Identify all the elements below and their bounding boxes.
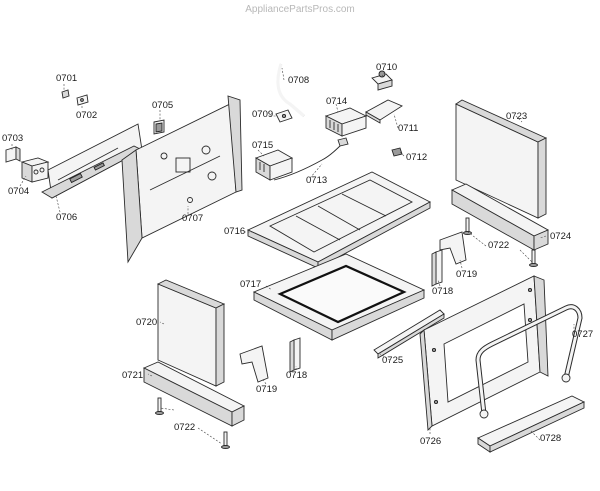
part-0705-relay bbox=[153, 119, 165, 135]
callout-0722-right: 0722 bbox=[488, 240, 510, 251]
callout-0714: 0714 bbox=[326, 96, 348, 107]
part-0720-side-panel bbox=[156, 279, 226, 387]
callout-0712: 0712 bbox=[406, 152, 428, 163]
callout-0711: 0711 bbox=[398, 123, 419, 134]
callout-0704: 0704 bbox=[8, 186, 30, 197]
callout-0701: 0701 bbox=[56, 73, 78, 84]
part-0718-bracket-right bbox=[431, 249, 443, 287]
callout-0719-right: 0719 bbox=[456, 269, 478, 280]
part-0722-leveling-foot-right-2 bbox=[529, 249, 538, 268]
callout-0718-left: 0718 bbox=[286, 370, 308, 381]
part-0722-leveling-foot-right-1 bbox=[463, 217, 472, 236]
part-0707-rear-panel bbox=[121, 95, 243, 264]
callout-0719-left: 0719 bbox=[256, 384, 278, 395]
part-0727-handle bbox=[475, 304, 583, 419]
callout-0725: 0725 bbox=[382, 355, 404, 366]
part-0728-kick-plate bbox=[477, 395, 586, 453]
callout-0726: 0726 bbox=[420, 436, 442, 447]
callout-0716: 0716 bbox=[224, 226, 246, 237]
callout-0715: 0715 bbox=[252, 140, 274, 151]
part-0702-bracket bbox=[76, 94, 89, 106]
part-0725-trim-strip bbox=[373, 309, 445, 359]
part-0713-wire bbox=[273, 137, 349, 181]
part-0708-gas-pipe bbox=[276, 63, 306, 118]
callout-0707: 0707 bbox=[182, 213, 204, 224]
callout-0710: 0710 bbox=[376, 62, 398, 73]
part-0701-clip bbox=[61, 89, 70, 99]
part-0712-clip bbox=[391, 147, 403, 157]
callout-0713: 0713 bbox=[306, 175, 328, 186]
callout-0718-right: 0718 bbox=[432, 286, 454, 297]
watermark: AppliancePartsPros.com bbox=[245, 4, 355, 15]
part-0711-tray bbox=[365, 99, 403, 124]
part-0719-angle-bracket-left bbox=[239, 345, 269, 383]
part-0724-base-rail bbox=[450, 183, 550, 251]
callout-0703: 0703 bbox=[2, 133, 24, 144]
callout-0708: 0708 bbox=[288, 75, 310, 86]
part-0709-bracket bbox=[275, 109, 293, 123]
part-0719-angle-bracket-right bbox=[439, 231, 467, 265]
callout-0706: 0706 bbox=[56, 212, 78, 223]
callout-0720: 0720 bbox=[136, 317, 158, 328]
part-0717-glass-frame bbox=[252, 253, 426, 341]
callout-0727: 0727 bbox=[572, 329, 594, 340]
leader-lines bbox=[11, 67, 575, 445]
callout-0723: 0723 bbox=[506, 111, 528, 122]
part-0722-leveling-foot-left-2 bbox=[221, 431, 230, 450]
callout-0717: 0717 bbox=[240, 279, 262, 290]
callout-0724: 0724 bbox=[550, 231, 572, 242]
callout-0721: 0721 bbox=[122, 370, 144, 381]
part-0718-bracket-left bbox=[289, 337, 301, 373]
part-0721-base-rail bbox=[142, 361, 245, 427]
part-0722-leveling-foot-left-1 bbox=[155, 397, 164, 416]
part-0716-cooktop-frame bbox=[246, 171, 431, 269]
part-0703-connector bbox=[5, 146, 21, 163]
part-0715-burner-assembly bbox=[254, 149, 294, 181]
part-0704-terminal-block bbox=[20, 157, 50, 183]
callout-0728: 0728 bbox=[540, 433, 562, 444]
callout-0702: 0702 bbox=[76, 110, 98, 121]
callout-0709: 0709 bbox=[252, 109, 274, 120]
part-0723-side-panel bbox=[455, 99, 548, 219]
callout-0705: 0705 bbox=[152, 100, 174, 111]
part-0714-burner-assembly bbox=[324, 107, 368, 137]
callout-0722-left: 0722 bbox=[174, 422, 196, 433]
part-0710-valve bbox=[371, 70, 393, 91]
